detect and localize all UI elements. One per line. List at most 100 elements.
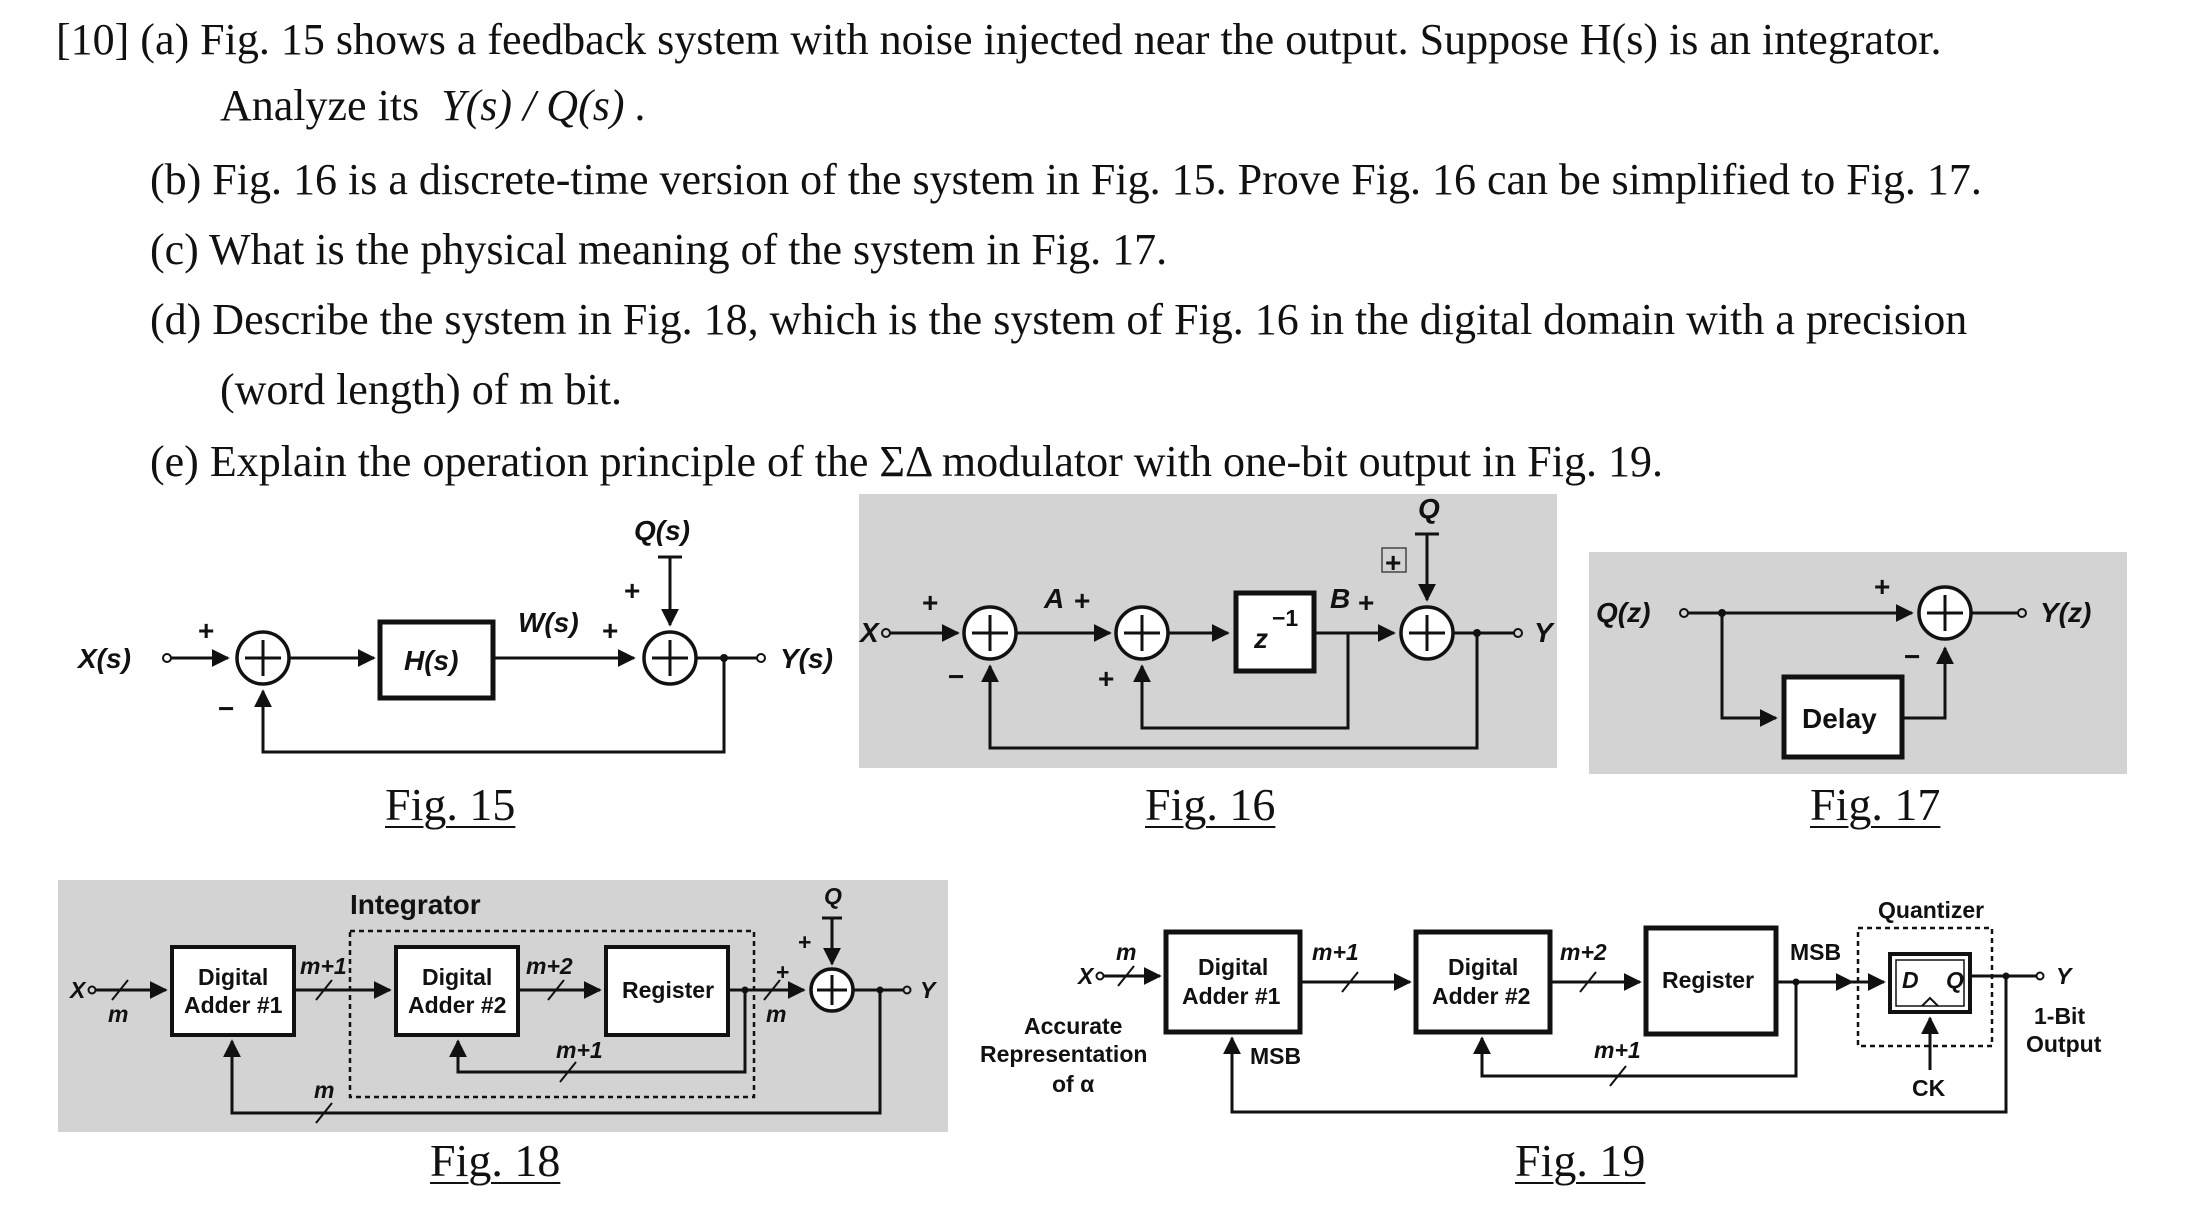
- question-c: (c) What is the physical meaning of the …: [150, 225, 1168, 274]
- fig17-caption: Fig. 17: [1810, 779, 1941, 830]
- fig15-sum2-plus-left: +: [602, 615, 618, 646]
- fig19-msb-top-label: MSB: [1790, 939, 1841, 965]
- fig19-dff: [1888, 952, 1972, 1014]
- fig17-output-label: Y(z): [2040, 597, 2091, 628]
- fig17-wire-to-delay: [1720, 613, 1778, 727]
- fig15-h-block: [377, 619, 496, 701]
- fig18-caption: Fig. 18: [430, 1135, 561, 1186]
- fig18-integrator-box: [348, 929, 756, 1099]
- fig18-register-label: Register: [622, 977, 714, 1003]
- fig16-sum3-plus-left: +: [1358, 587, 1374, 618]
- fig18-output-label: Y: [920, 977, 938, 1003]
- fig16-feedback-outer: [981, 633, 1479, 750]
- fig18-noise-label: Q: [824, 883, 842, 909]
- fig19-quantizer-label: Quantizer: [1878, 897, 1984, 923]
- fig18-fb-width: m+1: [556, 1037, 603, 1063]
- fig16-sum2: [1114, 605, 1170, 661]
- fig19-a2-bus-slash: [1579, 971, 1597, 993]
- fig17-sum: [1917, 585, 1973, 641]
- fig16-sum1-plus: +: [922, 587, 938, 618]
- question-d-line-1: (d) Describe the system in Fig. 18, whic…: [150, 295, 1968, 344]
- fig19-adder1: [1163, 929, 1303, 1035]
- fig19-register-feedback: [1473, 982, 1798, 1078]
- fig16-sum1: [962, 605, 1018, 661]
- fig16-output-terminal: [1513, 628, 1523, 638]
- fig15-input-terminal: [162, 653, 172, 663]
- fig18-a2-width: m+2: [526, 953, 573, 979]
- fig18-diagram: X m Digital Adder #1 Integrator m+1 Digi…: [58, 880, 948, 1132]
- fig15-output-terminal: [756, 653, 766, 663]
- fig16-caption: Fig. 16: [1145, 779, 1276, 830]
- fig18-input-width: m: [108, 1001, 128, 1027]
- fig18-sum: [809, 967, 855, 1013]
- question-a-text: Analyze its: [220, 81, 420, 130]
- fig19-caption: Fig. 19: [1515, 1135, 1646, 1186]
- fig19-fb-width: m+1: [1594, 1037, 1641, 1063]
- fig19-input-terminal: [1095, 971, 1105, 981]
- question-a-line-1: [10] (a) Fig. 15 shows a feedback system…: [56, 15, 1942, 64]
- fig16-diagram: X + − A + + z −1 B +: [858, 493, 1557, 768]
- fig19-input-bus-slash: [1117, 965, 1135, 987]
- fig16-delay-exponent: −1: [1272, 605, 1298, 631]
- fig15-output-label: Y(s): [780, 643, 833, 674]
- fig18-adder1: [170, 945, 296, 1037]
- fig18-adder1-line1: Digital: [198, 964, 268, 990]
- fig15-w-label: W(s): [518, 607, 579, 638]
- fig16-delay-z: z: [1253, 623, 1268, 654]
- fig17-diagram: Q(z) + − Y(z) Delay: [1589, 552, 2127, 774]
- fig16-input-label: X: [858, 617, 881, 648]
- fig19-a1-bus-slash: [1341, 971, 1359, 993]
- fig19-adder1-line2: Adder #1: [1182, 983, 1281, 1009]
- fig15-h-label: H(s): [404, 645, 458, 676]
- fig18-fb-bus-slash: [559, 1061, 577, 1083]
- fig19-a2-width: m+2: [1560, 939, 1607, 965]
- fig17-sum-minus: −: [1904, 641, 1920, 672]
- fig16-sum2-plus-bottom: +: [1098, 663, 1114, 694]
- fig19-clock-triangle: [1921, 996, 1939, 1007]
- fig19-quantizer-box: [1856, 926, 1994, 1048]
- fig19-accurate-line3: of α: [1052, 1071, 1094, 1097]
- question-d-line-2: (word length) of m bit.: [220, 365, 623, 414]
- fig16-a-label: A: [1043, 583, 1064, 614]
- fig18-reg-bus-slash: [763, 979, 781, 1001]
- fig17-delay-label: Delay: [1802, 703, 1877, 734]
- fig19-input-width: m: [1116, 939, 1136, 965]
- fig19-adder2-line1: Digital: [1448, 954, 1518, 980]
- fig15-sum2: [642, 630, 698, 686]
- fig17-sum-plus: +: [1874, 571, 1890, 602]
- fig16-sum1-minus: −: [948, 661, 964, 692]
- fig15-sum1-minus: −: [218, 693, 234, 724]
- fig18-a1-width: m+1: [300, 953, 347, 979]
- fig19-output-terminal: [2035, 971, 2045, 981]
- fig19-input-label: X: [1076, 963, 1095, 989]
- fig19-a1-width: m+1: [1312, 939, 1359, 965]
- fig15-caption: Fig. 15: [385, 779, 516, 830]
- fig18-a1-bus-slash: [315, 979, 333, 1001]
- fig19-accurate-line2: Representation: [980, 1041, 1147, 1067]
- fig18-reg-width: m: [766, 1001, 786, 1027]
- fig16-sum3: [1399, 605, 1455, 661]
- fig18-adder1-line2: Adder #1: [184, 992, 283, 1018]
- fig19-fb-bus-slash: [1609, 1065, 1627, 1087]
- fig15-sum1-plus: +: [198, 615, 214, 646]
- fig17-delay-block: [1781, 674, 1905, 760]
- fig19-output-note-line1: 1-Bit: [2034, 1003, 2085, 1029]
- fig16-b-label: B: [1330, 583, 1350, 614]
- fig19-accurate-line1: Accurate: [1024, 1013, 1122, 1039]
- fig17-output-terminal: [2017, 608, 2027, 618]
- fig19-register: [1643, 925, 1779, 1037]
- fig15-sum2-plus-top: +: [624, 575, 640, 606]
- fig18-adder2-line2: Adder #2: [408, 992, 506, 1018]
- fig18-out-fb-bus-slash: [315, 1102, 333, 1124]
- fig18-input-label: X: [68, 977, 87, 1003]
- fig19-msb-bottom-label: MSB: [1250, 1043, 1301, 1069]
- fig16-feedback-inner: [1133, 633, 1350, 730]
- fig18-sum-plus-top: +: [798, 929, 811, 955]
- fig15-input-label: X(s): [76, 643, 131, 674]
- fig18-adder2-line1: Digital: [422, 964, 492, 990]
- fig19-adder2: [1413, 929, 1553, 1035]
- question-a-line-2: Analyze its Y(s) / Q(s) .: [220, 84, 647, 128]
- fig19-adder1-line1: Digital: [1198, 954, 1268, 980]
- fig19-adder2-line2: Adder #2: [1432, 983, 1530, 1009]
